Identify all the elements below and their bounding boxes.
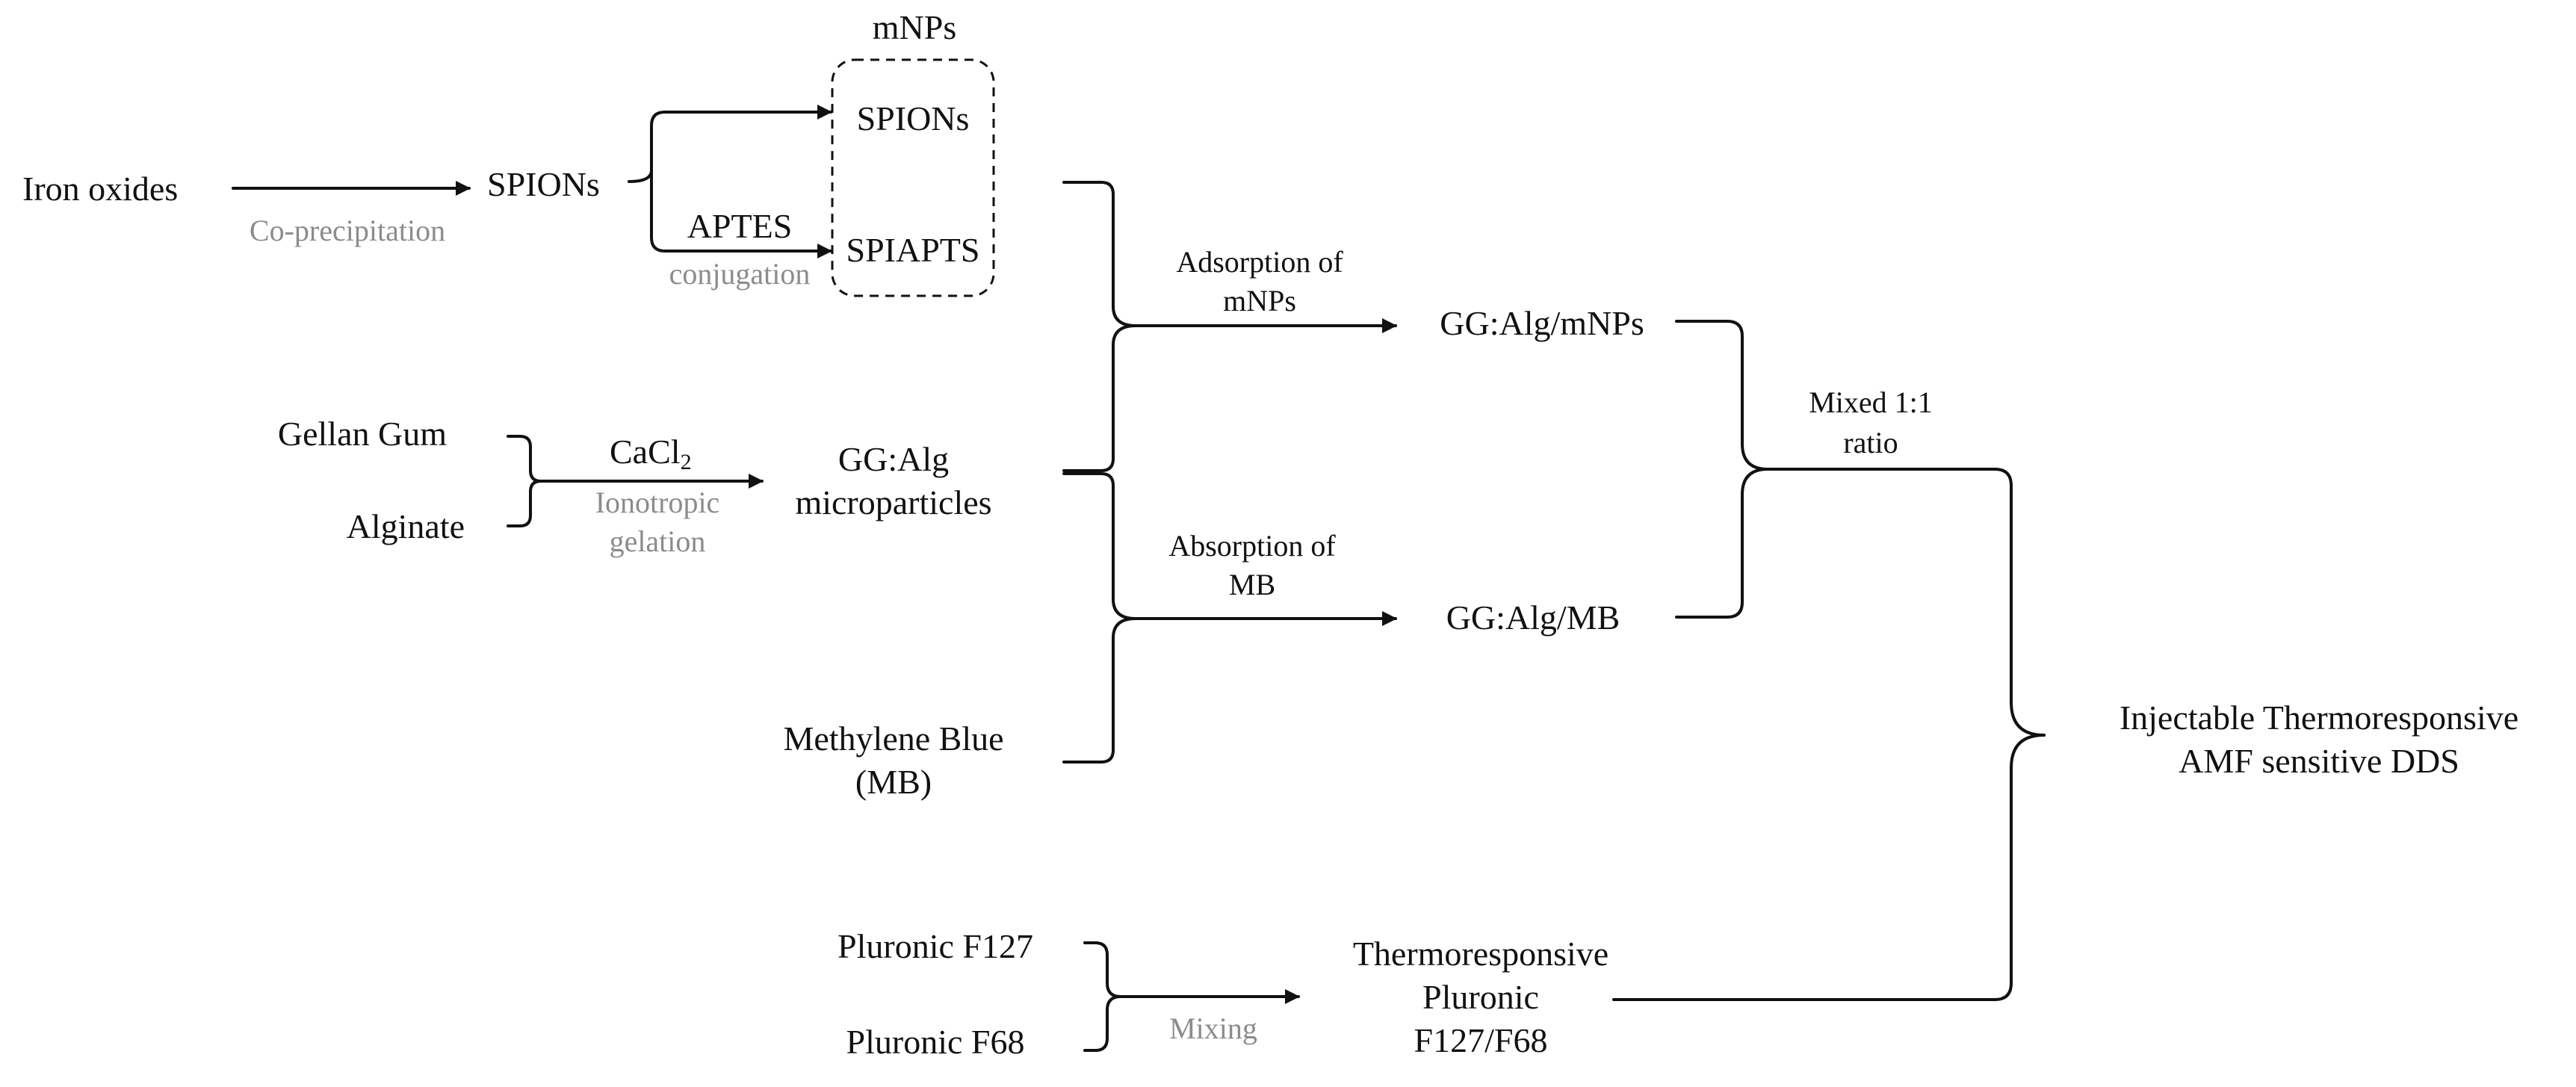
label-aptes: APTES (687, 207, 793, 245)
node-ggalg-line2: microparticles (795, 483, 991, 521)
node-methylene-line1: Methylene Blue (783, 719, 1003, 758)
label-adsorption-line2: mNPs (1223, 284, 1296, 318)
label-mixed-line2: ratio (1843, 426, 1898, 459)
node-thermo-line3: F127/F68 (1414, 1021, 1548, 1059)
brace-pluronic-bottom (1083, 995, 1122, 1052)
brace-final-bottom (1612, 734, 2046, 1001)
node-spions: SPIONs (487, 165, 600, 203)
brace-pluronic-top (1083, 941, 1122, 998)
node-ggalg-mnps: GG:Alg/mNPs (1440, 304, 1644, 342)
node-methylene-line2: (MB) (855, 763, 932, 801)
arrow-to-spions (628, 105, 832, 183)
label-cacl2: CaCl2 (610, 433, 692, 474)
node-ggalg-mb: GG:Alg/MB (1446, 598, 1620, 637)
node-gellan-gum: Gellan Gum (278, 415, 447, 453)
node-spiapts: SPIAPTS (846, 231, 980, 269)
brace-adsorption-top (1062, 181, 1137, 327)
label-absorption-line2: MB (1229, 568, 1275, 601)
node-mnps-title: mNPs (873, 8, 956, 46)
node-iron-oxides: Iron oxides (22, 170, 178, 208)
node-thermo-line1: Thermoresponsive (1353, 935, 1609, 973)
label-ionotropic: Ionotropic (595, 486, 720, 519)
arrow-to-spiapts (650, 169, 832, 258)
node-pluronic-f68: Pluronic F68 (846, 1023, 1025, 1061)
brace-mixed-top (1675, 320, 1769, 471)
label-mixed-line1: Mixed 1:1 (1809, 385, 1933, 419)
label-coprecipitation: Co-precipitation (250, 214, 445, 247)
label-mixing: Mixing (1169, 1012, 1257, 1045)
label-conjugation: conjugation (669, 257, 811, 291)
node-spions-mnp: SPIONs (857, 99, 970, 137)
brace-gellan-alginate-top (507, 435, 542, 483)
brace-absorption-bottom (1062, 617, 1137, 764)
label-gelation: gelation (610, 524, 706, 558)
label-adsorption-line1: Adsorption of (1176, 245, 1343, 279)
node-final-line2: AMF sensitive DDS (2179, 742, 2459, 780)
brace-absorption-top (1062, 472, 1137, 620)
brace-final-top (1954, 468, 2046, 737)
node-pluronic-f127: Pluronic F127 (837, 927, 1033, 965)
brace-gellan-alginate-bottom (507, 480, 542, 527)
label-absorption-line1: Absorption of (1168, 529, 1336, 563)
brace-mixed-bottom (1675, 468, 1769, 619)
node-final-line1: Injectable Thermoresponsive (2120, 699, 2518, 737)
brace-adsorption-bottom (1062, 324, 1137, 472)
node-thermo-line2: Pluronic (1422, 978, 1539, 1016)
node-ggalg-line1: GG:Alg (838, 440, 949, 478)
node-alginate: Alginate (347, 507, 465, 545)
